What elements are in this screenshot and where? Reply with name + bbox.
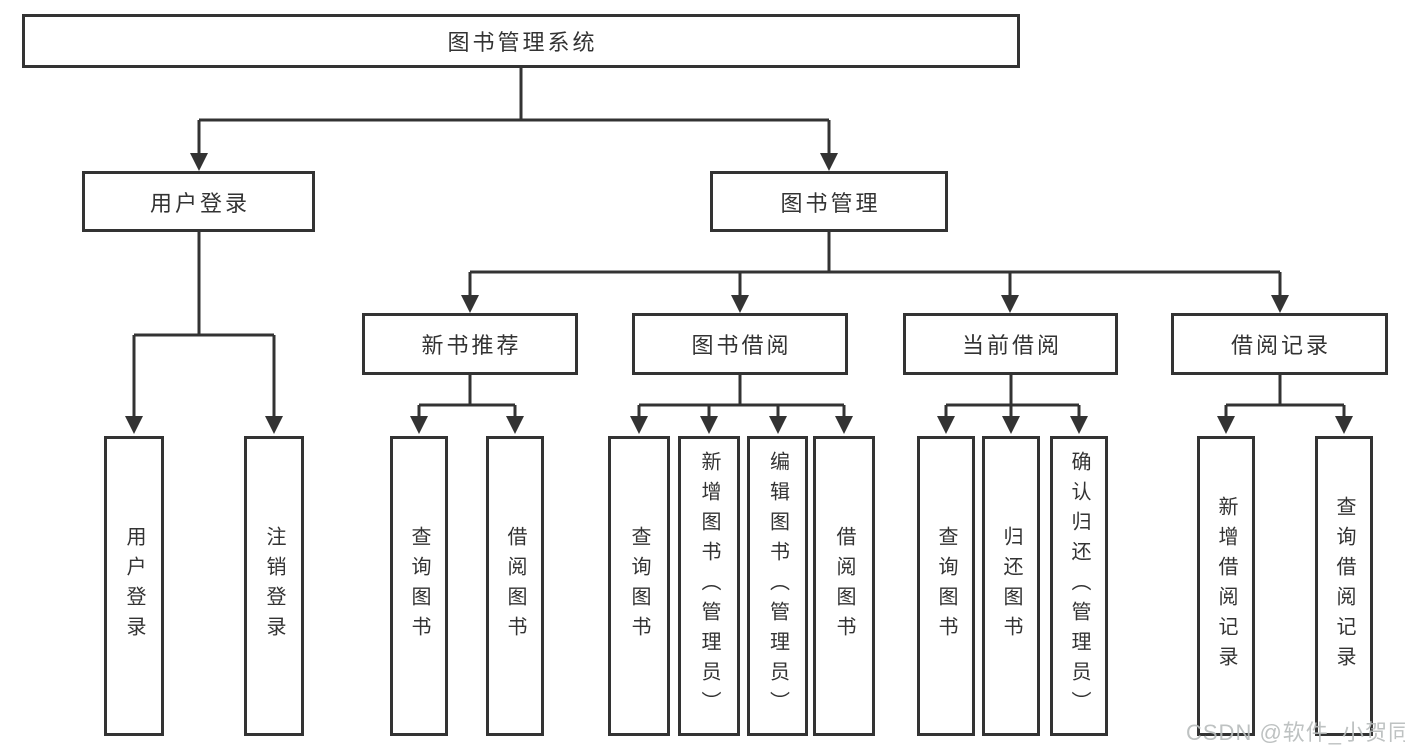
arrowhead-down-icon: [630, 416, 648, 434]
node-new-book-recommend: 新书推荐: [362, 313, 578, 375]
arrowhead-down-icon: [265, 416, 283, 434]
node-label: 当前借阅: [961, 333, 1062, 358]
node-book-borrow: 图书借阅: [632, 313, 848, 375]
csdn-watermark: CSDN @软件_小贺同学: [1186, 720, 1405, 745]
node-label: 查询图书: [628, 526, 650, 646]
arrowhead-down-icon: [1001, 295, 1019, 313]
arrowhead-down-icon: [190, 153, 208, 171]
connector-line: [1224, 375, 1346, 418]
leaf-borrow-edit-book-admin: 编辑图书（管理员）: [747, 436, 808, 736]
arrowhead-down-icon: [461, 295, 479, 313]
node-label: 图书管理系统: [447, 30, 598, 55]
node-label: 用户登录: [123, 526, 145, 646]
node-book-management: 图书管理: [710, 171, 948, 232]
connector-line: [417, 375, 517, 418]
arrowhead-down-icon: [410, 416, 428, 434]
leaf-logout: 注销登录: [244, 436, 304, 736]
leaf-records-add-record: 新增借阅记录: [1197, 436, 1255, 736]
connector-line: [197, 68, 831, 155]
leaf-borrow-query-book: 查询图书: [608, 436, 670, 736]
node-user-login: 用户登录: [82, 171, 315, 232]
connector-line: [132, 232, 276, 418]
node-label: 编辑图书（管理员）: [766, 451, 789, 721]
leaf-records-query-record: 查询借阅记录: [1315, 436, 1373, 736]
arrowhead-down-icon: [769, 416, 787, 434]
arrowhead-down-icon: [506, 416, 524, 434]
node-label: 确认归还（管理员）: [1068, 451, 1090, 721]
node-label: 借阅记录: [1230, 333, 1331, 358]
arrowhead-down-icon: [835, 416, 853, 434]
arrowhead-down-icon: [1070, 416, 1088, 434]
leaf-borrow-add-book-admin: 新增图书（管理员）: [678, 436, 740, 736]
node-label: 查询借阅记录: [1333, 496, 1355, 676]
leaf-recommend-borrow-book: 借阅图书: [486, 436, 544, 736]
connector-line: [944, 375, 1081, 418]
node-label: 新增图书（管理员）: [698, 451, 720, 721]
leaf-recommend-query-book: 查询图书: [390, 436, 448, 736]
node-label: 借阅图书: [504, 526, 526, 646]
node-label: 图书管理: [780, 190, 881, 216]
arrowhead-down-icon: [1335, 416, 1353, 434]
node-label: 查询图书: [408, 526, 430, 646]
leaf-borrow-borrow-book: 借阅图书: [813, 436, 875, 736]
arrowhead-down-icon: [820, 153, 838, 171]
node-label: 用户登录: [149, 190, 250, 216]
leaf-user-login: 用户登录: [104, 436, 164, 736]
arrowhead-down-icon: [937, 416, 955, 434]
arrowhead-down-icon: [125, 416, 143, 434]
arrowhead-down-icon: [700, 416, 718, 434]
connector-line: [637, 375, 846, 418]
node-borrow-records: 借阅记录: [1171, 313, 1388, 375]
arrowhead-down-icon: [1271, 295, 1289, 313]
node-label: 新增借阅记录: [1215, 496, 1237, 676]
arrowhead-down-icon: [1217, 416, 1235, 434]
node-current-borrow: 当前借阅: [903, 313, 1118, 375]
leaf-current-query-book: 查询图书: [917, 436, 975, 736]
arrowhead-down-icon: [1002, 416, 1020, 434]
node-label: 注销登录: [263, 526, 285, 646]
connector-line: [468, 232, 1282, 297]
node-label: 图书借阅: [691, 333, 792, 358]
node-root-system: 图书管理系统: [22, 14, 1020, 68]
node-label: 归还图书: [1000, 526, 1022, 646]
leaf-current-return-book: 归还图书: [982, 436, 1040, 736]
arrowhead-down-icon: [731, 295, 749, 313]
node-label: 查询图书: [935, 526, 957, 646]
node-label: 借阅图书: [833, 526, 855, 646]
node-label: 新书推荐: [421, 333, 522, 358]
leaf-current-confirm-return-admin: 确认归还（管理员）: [1050, 436, 1108, 736]
